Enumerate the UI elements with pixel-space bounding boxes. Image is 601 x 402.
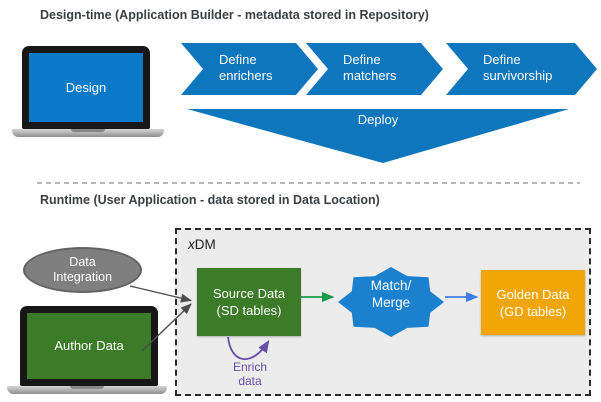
author-screen-label: Author Data xyxy=(54,338,124,353)
deploy-label: Deploy xyxy=(357,112,399,127)
match-merge-label: Match/ Merge xyxy=(361,277,421,311)
match-merge-line1: Match/ xyxy=(370,278,412,293)
chevron-label-define-matchers: Define matchers xyxy=(343,52,397,83)
xdm-label-dm: DM xyxy=(194,237,216,252)
design-screen-label: Design xyxy=(65,79,107,95)
golden-data-box: Golden Data (GD tables) xyxy=(481,270,585,335)
golden-data-line2: (GD tables) xyxy=(499,303,567,319)
runtime-title: Runtime (User Application - data stored … xyxy=(40,193,380,207)
golden-data-line1: Golden Data xyxy=(496,286,570,302)
source-data-line2: (SD tables) xyxy=(216,303,282,318)
laptop-base xyxy=(12,129,164,137)
source-data-box: Source Data (SD tables) xyxy=(197,268,301,336)
enrich-label: Enrich data xyxy=(232,360,267,388)
data-integration-label: Data Integration xyxy=(52,255,113,284)
laptop-base xyxy=(7,386,167,394)
match-merge-line2: Merge xyxy=(371,295,411,310)
xdm-label-x: x xyxy=(188,237,195,252)
chevron-label-define-enrichers: Define enrichers xyxy=(219,52,273,83)
design-time-title: Design-time (Application Builder - metad… xyxy=(40,8,429,22)
xdm-label: xDM xyxy=(188,237,216,252)
laptop-screen-design: Design xyxy=(29,53,143,122)
laptop-base-notch xyxy=(70,386,104,389)
chevron-label-define-survivorship: Define survivorship xyxy=(483,52,553,83)
laptop-screen-author: Author Data xyxy=(27,313,151,379)
data-integration-ellipse: Data Integration xyxy=(23,247,142,293)
laptop-base-notch xyxy=(71,129,105,132)
source-data-line1: Source Data xyxy=(212,286,286,301)
